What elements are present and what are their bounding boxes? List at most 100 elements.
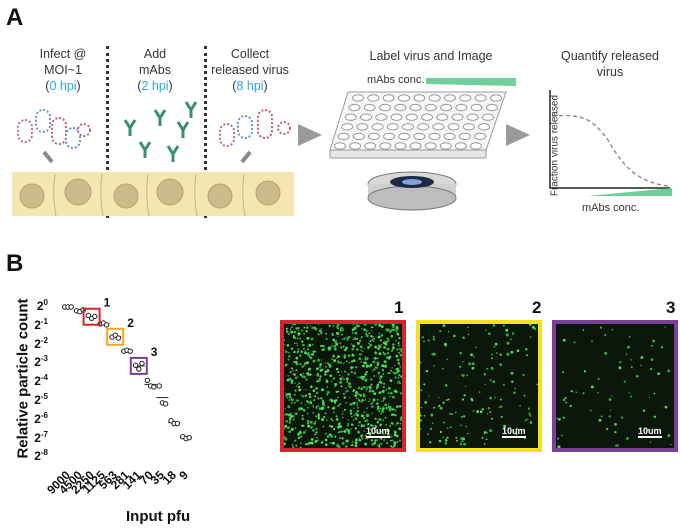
fluorescent-particle: [361, 398, 364, 401]
fluorescent-particle: [307, 327, 309, 329]
fluorescent-particle: [294, 337, 297, 340]
fluorescent-particle: [564, 396, 567, 400]
data-point: [92, 313, 98, 320]
fluorescent-particle: [381, 400, 383, 403]
fluorescent-particle: [374, 431, 377, 434]
fluorescent-particle: [365, 329, 368, 332]
fluorescent-particle: [320, 359, 323, 361]
fluorescent-particle: [349, 410, 351, 412]
fluorescent-particle: [299, 446, 302, 448]
fluorescent-particle: [386, 337, 389, 340]
fluorescent-particle: [392, 439, 394, 442]
fluorescent-particle: [307, 346, 309, 348]
plate-well: [382, 94, 395, 102]
fluorescent-particle: [650, 358, 654, 361]
fluorescent-particle: [325, 380, 329, 384]
arrow-infect: [42, 150, 54, 164]
fluorescent-particle: [310, 337, 314, 341]
fluorescent-particle: [362, 394, 366, 398]
fluorescent-particle: [368, 332, 370, 335]
fluorescent-particle: [557, 445, 561, 448]
fluorescent-particle: [378, 345, 380, 347]
data-point: [162, 401, 169, 407]
fluorescent-particle: [332, 427, 336, 431]
plate-well: [348, 103, 361, 112]
fluorescent-particle: [393, 389, 397, 393]
fluorescent-particle: [463, 415, 466, 418]
fluorescent-particle: [372, 401, 374, 403]
y-tick-label: 2-3: [34, 354, 48, 370]
fluorescent-particle: [309, 373, 312, 376]
fluorescent-particle: [380, 325, 384, 328]
fluorescent-particle: [398, 439, 402, 442]
fluorescent-particle: [443, 342, 447, 346]
fluorescent-particle: [295, 444, 298, 447]
fluorescent-particle: [381, 364, 385, 368]
fluorescent-particle: [667, 434, 671, 438]
fluorescent-particle: [515, 427, 519, 430]
fluorescent-particle: [373, 426, 377, 430]
fluorescent-particle: [313, 326, 316, 329]
fluorescent-particle: [284, 424, 288, 428]
fluorescent-particle: [294, 439, 297, 442]
quantify-dose-curve: [551, 114, 669, 187]
fluorescent-particle: [313, 422, 316, 425]
step-add-time: 2 hpi: [141, 79, 169, 93]
quantify-title: Quantify released virus: [540, 48, 680, 80]
fluorescent-particle: [460, 424, 462, 427]
fluorescent-particle: [302, 343, 305, 347]
fluorescent-particle: [360, 353, 363, 356]
data-point: [144, 377, 151, 384]
well-plate-illustration: [329, 78, 516, 211]
fluorescent-particle: [391, 328, 393, 331]
fluorescent-particle: [393, 441, 397, 445]
fluorescent-particle: [382, 406, 384, 408]
fluorescent-particle: [306, 336, 310, 340]
plate-well: [341, 123, 354, 131]
fluorescent-particle: [433, 406, 436, 409]
stage-arrow-2: [506, 124, 530, 146]
fluorescent-particle: [341, 371, 343, 373]
fluorescent-particle: [432, 352, 436, 356]
fluorescent-particle: [308, 392, 311, 396]
data-point: [168, 418, 174, 424]
plate-well: [409, 142, 422, 150]
fluorescent-particle: [625, 353, 628, 356]
fluorescent-particle: [352, 324, 355, 326]
fluorescent-particle: [292, 415, 295, 418]
fluorescent-particle: [400, 375, 402, 378]
fluorescent-particle: [334, 348, 337, 351]
fluorescent-particle: [340, 385, 343, 388]
fluorescent-particle: [391, 370, 393, 372]
fluorescent-particle: [513, 391, 516, 395]
fluorescent-particle: [346, 439, 349, 443]
fluorescent-particle: [292, 335, 295, 337]
data-point: [174, 420, 181, 427]
fluorescent-particle: [317, 405, 319, 407]
fluorescent-particle: [449, 413, 451, 415]
fluorescent-particle: [351, 332, 354, 334]
fluorescent-particle: [481, 408, 484, 411]
fluorescent-particle: [303, 347, 305, 350]
fluorescent-particle: [561, 434, 563, 437]
fluorescent-particle: [360, 400, 363, 403]
fluorescent-particle: [289, 395, 291, 398]
fluorescent-particle: [512, 430, 515, 432]
fluorescent-particle: [516, 349, 520, 353]
fluorescent-particle: [345, 402, 347, 404]
fluorescent-particle: [314, 395, 317, 398]
fluorescent-particle: [609, 409, 612, 411]
fluorescent-particle: [284, 436, 286, 438]
fluorescent-particle: [297, 332, 301, 336]
fluorescent-particle: [285, 420, 288, 423]
fluorescent-particle: [376, 407, 380, 411]
fluorescent-particle: [582, 392, 585, 395]
fluorescent-particle: [524, 347, 528, 351]
step-collect-time: 8 hpi: [236, 79, 264, 93]
fluorescent-particle: [353, 407, 355, 409]
fluorescent-particle: [583, 370, 587, 373]
fluorescent-particle: [396, 422, 399, 425]
fluorescent-particle: [420, 361, 422, 364]
fluorescent-particle: [611, 328, 614, 331]
fluorescent-particle: [287, 392, 290, 396]
